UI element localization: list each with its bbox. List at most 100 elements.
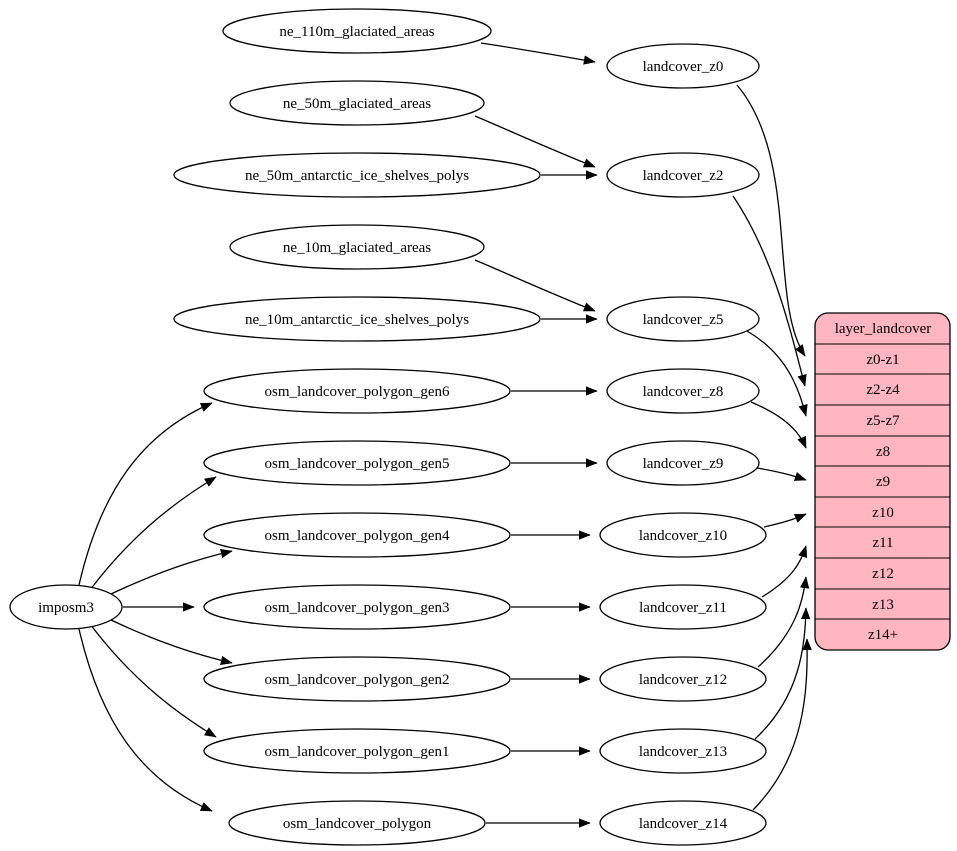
node-layer-landcover: layer_landcover z0-z1 z2-z4 z5-z7 z8 z9 … <box>814 312 951 651</box>
node-osm-landcover-polygon-gen2-label: osm_landcover_polygon_gen2 <box>265 672 450 688</box>
node-osm-landcover-polygon-gen1-shape <box>203 728 511 774</box>
edge-ne-10m-glaciated-areas-to-landcover-z5 <box>474 259 596 312</box>
node-imposm3: imposm3 <box>9 584 123 630</box>
node-imposm3-label: imposm3 <box>38 600 94 616</box>
node-landcover-z11-label: landcover_z11 <box>639 600 727 616</box>
node-ne-10m-antarctic-ice-shelves-polys: ne_10m_antarctic_ice_shelves_polys <box>173 296 541 342</box>
node-ne-50m-glaciated-areas-shape <box>229 80 485 126</box>
node-osm-landcover-polygon-gen3-label: osm_landcover_polygon_gen3 <box>265 600 450 616</box>
record-row-z12: z12 <box>872 566 894 582</box>
edge-landcover-z12-to-row-z12 <box>757 576 810 668</box>
node-ne-10m-glaciated-areas-label: ne_10m_glaciated_areas <box>283 240 431 256</box>
node-ne-50m-glaciated-areas-label: ne_50m_glaciated_areas <box>283 96 431 112</box>
node-osm-landcover-polygon-label: osm_landcover_polygon <box>283 816 432 832</box>
edge-landcover-z5-to-row-z5-z7 <box>746 330 808 417</box>
edge-imposm3-to-osm-landcover-polygon <box>78 628 213 812</box>
node-osm-landcover-polygon-gen5: osm_landcover_polygon_gen5 <box>203 440 511 486</box>
node-ne-110m-glaciated-areas-shape <box>222 8 492 54</box>
node-landcover-z14: landcover_z14 <box>599 800 767 846</box>
node-osm-landcover-polygon-gen1-label: osm_landcover_polygon_gen1 <box>265 744 450 760</box>
source-nodes: ne_110m_glaciated_areas ne_50m_glaciated… <box>173 8 541 846</box>
edge-landcover-z2-to-row-z2-z4 <box>732 195 807 387</box>
node-osm-landcover-polygon-gen3-shape <box>203 584 511 630</box>
node-landcover-z10: landcover_z10 <box>599 512 767 558</box>
edges-transform-to-record <box>732 84 812 811</box>
record-row-z11: z11 <box>872 535 893 551</box>
edges-source-to-transform <box>474 42 598 828</box>
node-osm-landcover-polygon-shape <box>228 800 486 846</box>
node-ne-110m-glaciated-areas: ne_110m_glaciated_areas <box>222 8 492 54</box>
node-ne-50m-antarctic-ice-shelves-polys-label: ne_50m_antarctic_ice_shelves_polys <box>245 168 469 184</box>
edge-imposm3-to-gen6 <box>78 402 213 586</box>
node-landcover-z0-shape <box>606 43 760 89</box>
node-landcover-z12: landcover_z12 <box>599 656 767 702</box>
record-row-z13: z13 <box>872 597 894 613</box>
edge-imposm3-to-gen1 <box>89 623 217 738</box>
node-ne-10m-antarctic-ice-shelves-polys-label: ne_10m_antarctic_ice_shelves_polys <box>245 312 469 328</box>
record-row-z2-z4: z2-z4 <box>866 382 900 398</box>
node-osm-landcover-polygon-gen1: osm_landcover_polygon_gen1 <box>203 728 511 774</box>
node-landcover-z13-label: landcover_z13 <box>639 744 727 760</box>
record-row-z8: z8 <box>876 444 890 460</box>
node-osm-landcover-polygon-gen2: osm_landcover_polygon_gen2 <box>203 656 511 702</box>
node-landcover-z0-label: landcover_z0 <box>643 59 724 75</box>
node-landcover-z0: landcover_z0 <box>606 43 760 89</box>
node-landcover-z5-shape <box>606 296 760 342</box>
record-row-z0-z1: z0-z1 <box>866 352 899 368</box>
edge-landcover-z10-to-row-z10 <box>763 513 807 528</box>
node-landcover-z8: landcover_z8 <box>606 368 760 414</box>
node-landcover-z2-label: landcover_z2 <box>643 168 724 184</box>
edge-imposm3-to-gen2 <box>110 619 233 665</box>
node-osm-landcover-polygon-gen6: osm_landcover_polygon_gen6 <box>203 368 511 414</box>
node-imposm3-shape <box>9 584 123 630</box>
edge-landcover-z14-to-row-z14plus <box>752 638 812 811</box>
node-landcover-z13: landcover_z13 <box>599 728 767 774</box>
node-landcover-z10-shape <box>599 512 767 558</box>
node-landcover-z12-label: landcover_z12 <box>639 672 727 688</box>
record-row-z10: z10 <box>872 505 894 521</box>
node-landcover-z2-shape <box>606 152 760 198</box>
node-osm-landcover-polygon-gen5-label: osm_landcover_polygon_gen5 <box>265 456 450 472</box>
record-row-z5-z7: z5-z7 <box>866 413 900 429</box>
node-landcover-z9: landcover_z9 <box>606 440 760 486</box>
node-landcover-z2: landcover_z2 <box>606 152 760 198</box>
edge-ne-110m-glaciated-areas-to-landcover-z0 <box>480 42 596 65</box>
transform-nodes: landcover_z0 landcover_z2 landcover_z5 l… <box>599 43 767 846</box>
node-osm-landcover-polygon-gen2-shape <box>203 656 511 702</box>
node-landcover-z11: landcover_z11 <box>599 584 767 630</box>
node-osm-landcover-polygon-gen4: osm_landcover_polygon_gen4 <box>203 512 511 558</box>
node-ne-50m-glaciated-areas: ne_50m_glaciated_areas <box>229 80 485 126</box>
edge-landcover-z9-to-row-z9 <box>756 467 807 481</box>
node-landcover-z14-shape <box>599 800 767 846</box>
node-osm-landcover-polygon: osm_landcover_polygon <box>228 800 486 846</box>
node-landcover-z9-shape <box>606 440 760 486</box>
record-row-z14plus: z14+ <box>868 627 898 643</box>
record-row-z9: z9 <box>876 474 890 490</box>
node-landcover-z9-label: landcover_z9 <box>643 456 724 472</box>
node-ne-110m-glaciated-areas-label: ne_110m_glaciated_areas <box>279 24 434 40</box>
node-landcover-z5: landcover_z5 <box>606 296 760 342</box>
node-osm-landcover-polygon-gen4-shape <box>203 512 511 558</box>
edges-root-to-sources <box>78 402 233 812</box>
node-landcover-z11-shape <box>599 584 767 630</box>
node-osm-landcover-polygon-gen5-shape <box>203 440 511 486</box>
node-ne-50m-antarctic-ice-shelves-polys: ne_50m_antarctic_ice_shelves_polys <box>173 152 541 198</box>
node-ne-50m-antarctic-ice-shelves-polys-shape <box>173 152 541 198</box>
edge-landcover-z13-to-row-z13 <box>754 607 811 740</box>
edge-imposm3-to-gen5 <box>89 476 217 591</box>
node-osm-landcover-polygon-gen6-shape <box>203 368 511 414</box>
edge-imposm3-to-gen4 <box>110 549 233 595</box>
node-landcover-z14-label: landcover_z14 <box>639 816 728 832</box>
edge-landcover-z8-to-row-z8 <box>750 401 807 449</box>
edge-landcover-z11-to-row-z11 <box>761 545 808 598</box>
node-landcover-z12-shape <box>599 656 767 702</box>
node-osm-landcover-polygon-gen3: osm_landcover_polygon_gen3 <box>203 584 511 630</box>
node-osm-landcover-polygon-gen4-label: osm_landcover_polygon_gen4 <box>265 528 450 544</box>
node-ne-10m-antarctic-ice-shelves-polys-shape <box>173 296 541 342</box>
node-landcover-z5-label: landcover_z5 <box>643 312 724 328</box>
node-ne-10m-glaciated-areas-shape <box>229 224 485 270</box>
node-landcover-z8-label: landcover_z8 <box>643 384 724 400</box>
edge-ne-50m-glaciated-areas-to-landcover-z2 <box>474 115 596 168</box>
